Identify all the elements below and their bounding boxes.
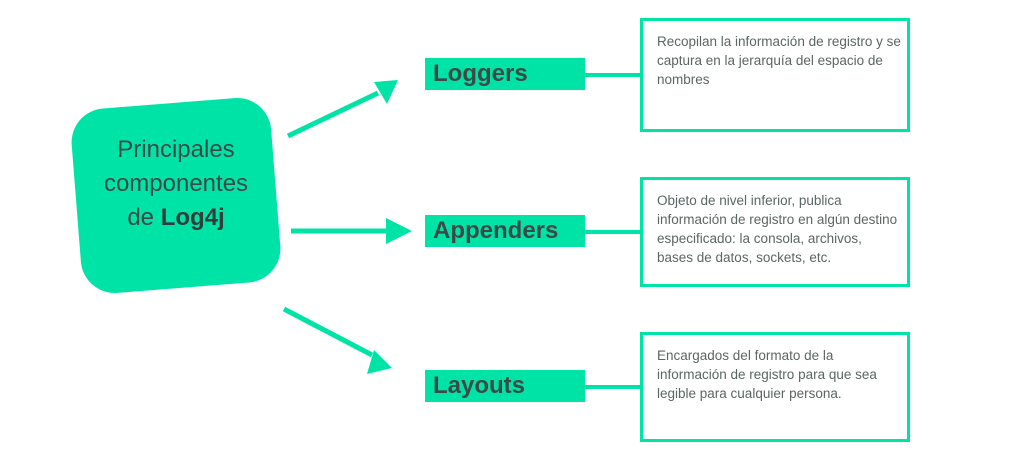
branch-label-appenders[interactable]: Appenders [425, 215, 585, 247]
center-node[interactable]: Principales componentes de Log4j [69, 95, 286, 303]
center-node-line-3: de Log4j [76, 201, 276, 235]
description-text-layouts: Encargados del formato de la información… [657, 348, 877, 401]
description-text-loggers: Recopilan la información de registro y s… [657, 34, 901, 87]
branch-label-loggers-text: Loggers [433, 60, 528, 87]
arrow-right-icon [291, 218, 412, 244]
center-node-line-3-strong: Log4j [160, 204, 225, 231]
description-text-appenders: Objeto de nivel inferior, publica inform… [657, 193, 898, 265]
branch-label-layouts[interactable]: Layouts [425, 370, 585, 402]
arrow-down-right-icon [282, 306, 392, 374]
branch-label-appenders-text: Appenders [433, 217, 559, 244]
center-node-line-3-prefix: de [127, 204, 161, 231]
description-box-loggers: Recopilan la información de registro y s… [640, 18, 910, 132]
description-box-appenders: Objeto de nivel inferior, publica inform… [640, 177, 910, 287]
center-node-line-1: Principales [117, 136, 235, 163]
center-node-label: Principales componentes de Log4j [76, 133, 276, 235]
branch-label-loggers[interactable]: Loggers [425, 58, 585, 90]
branch-label-layouts-text: Layouts [433, 372, 526, 399]
description-box-layouts: Encargados del formato de la información… [640, 332, 910, 442]
center-node-line-2: componentes [103, 170, 249, 197]
arrow-up-right-icon [286, 80, 398, 139]
